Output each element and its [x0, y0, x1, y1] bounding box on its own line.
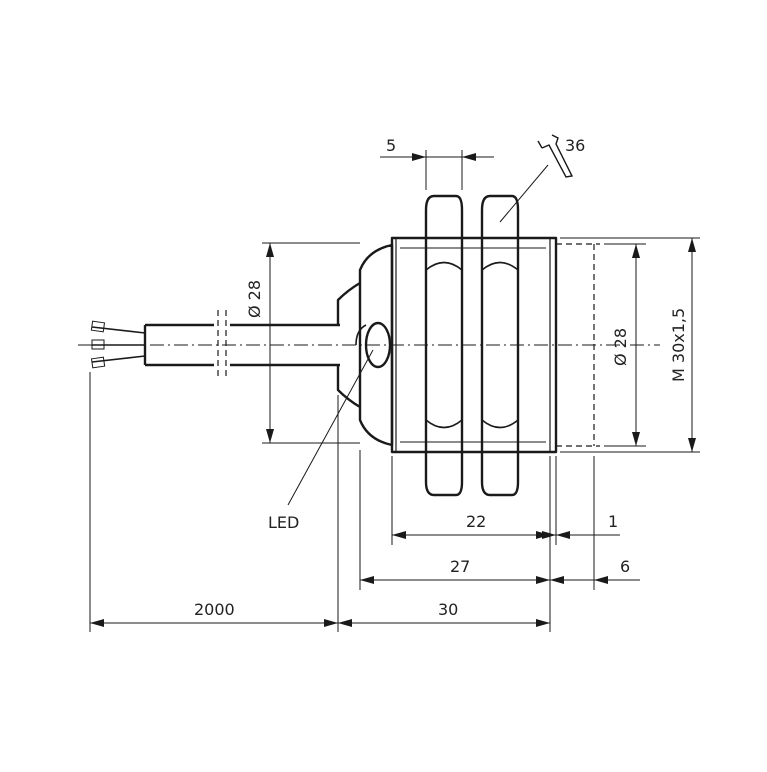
dim-thread-label: M 30x1,5	[669, 308, 688, 382]
extension-lines	[89, 150, 700, 632]
led-label: LED	[268, 513, 299, 532]
dim-wrench: 36	[499, 134, 585, 223]
sensor-face	[556, 243, 600, 447]
dim-wrench-label: 36	[565, 136, 585, 155]
dim-cable-length-label: 2000	[194, 600, 235, 619]
dim-thread-length: 22	[392, 512, 556, 539]
cable	[143, 310, 340, 380]
dim-face-diameter: Ø 28	[611, 244, 640, 446]
dim-overall-length-label: 30	[438, 600, 458, 619]
led-callout: LED	[268, 349, 374, 532]
dim-rear-diameter-label: Ø 28	[245, 280, 264, 318]
led-indicator	[355, 321, 392, 369]
dim-cable-length: 2000	[90, 600, 338, 627]
dim-rear-diameter: Ø 28	[245, 243, 274, 443]
dim-thread-length-label: 22	[466, 512, 486, 531]
dim-front-gap: 1	[520, 512, 620, 539]
threaded-body	[390, 236, 558, 454]
dim-nut-width: 5	[380, 136, 494, 161]
dim-face-offset: 6	[550, 557, 640, 584]
nut-front	[480, 194, 520, 497]
dim-front-gap-label: 1	[608, 512, 618, 531]
dim-body-length-label: 27	[450, 557, 470, 576]
dim-thread: M 30x1,5	[669, 238, 696, 452]
dim-overall-length: 30	[338, 600, 550, 627]
nut-rear	[424, 194, 464, 497]
dim-nut-width-label: 5	[386, 136, 396, 155]
dim-face-offset-label: 6	[620, 557, 630, 576]
dim-face-diameter-label: Ø 28	[611, 328, 630, 366]
cable-wires	[90, 320, 146, 369]
dim-body-length: 27	[360, 557, 550, 584]
